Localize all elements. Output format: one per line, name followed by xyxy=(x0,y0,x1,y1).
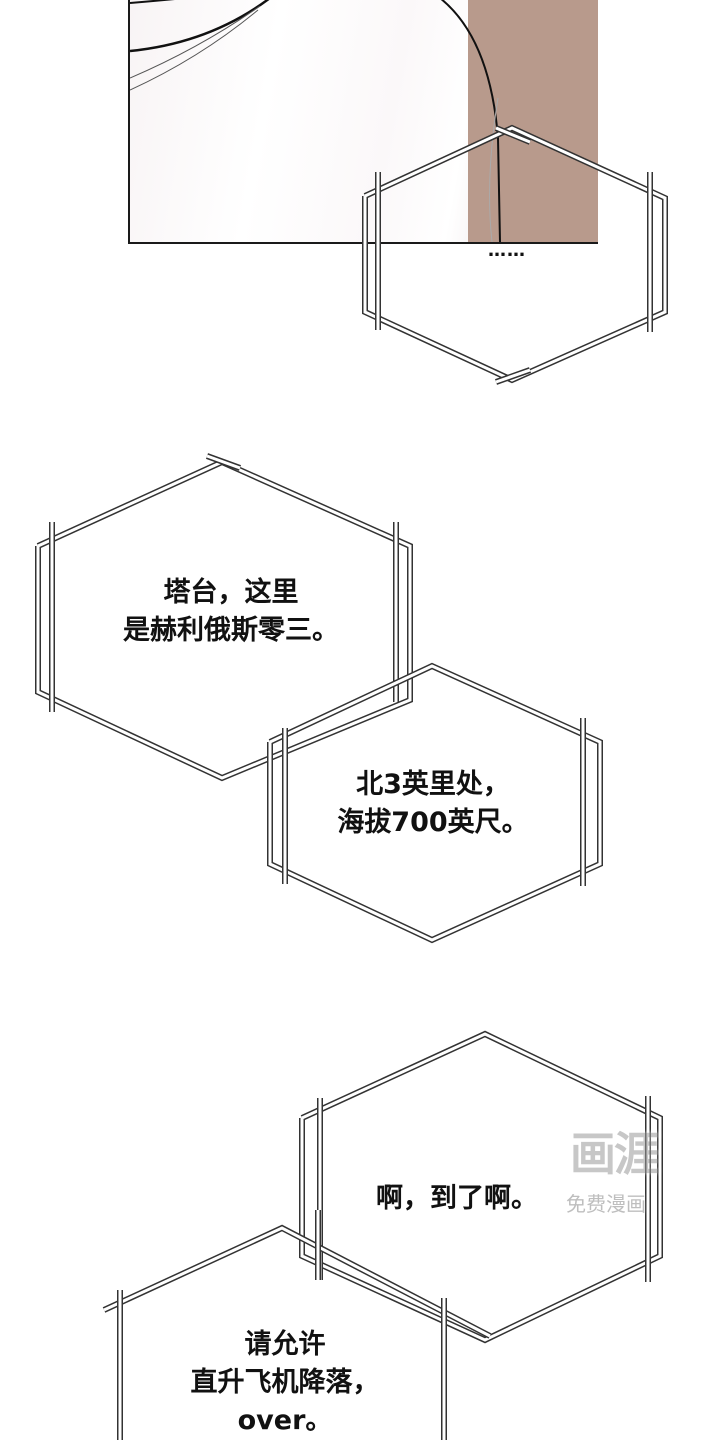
bubble-landing-request: 请允许 直升飞机降落， over。 xyxy=(160,1326,410,1440)
bubble-frame-landing-request xyxy=(102,1210,492,1440)
watermark-logo: 画涯 xyxy=(570,1127,660,1181)
bubble-frame-tower-call xyxy=(35,453,413,782)
bubble-line: 海拔700英尺。 xyxy=(337,807,529,838)
bubble-line: 啊，到了啊。 xyxy=(376,1183,538,1214)
bubble-tower-call: 塔台，这里 是赫利俄斯零三。 xyxy=(96,574,366,650)
bubble-line: 北3英里处， xyxy=(356,769,510,800)
bubble-frame-ellipsis xyxy=(362,124,668,385)
bubble-line: 直升飞机降落， xyxy=(190,1367,380,1398)
ellipsis-text: …… xyxy=(488,240,526,261)
bubble-position: 北3英里处， 海拔700英尺。 xyxy=(318,766,548,842)
bubble-line: 请允许 xyxy=(244,1329,326,1360)
bubble-line: 是赫利俄斯零三。 xyxy=(123,615,339,646)
bubble-line: over。 xyxy=(237,1405,333,1436)
watermark: 画涯 免费漫画 xyxy=(566,1118,686,1218)
bubble-arrived: 啊，到了啊。 xyxy=(376,1180,596,1218)
watermark-caption: 免费漫画 xyxy=(566,1192,646,1216)
bubble-line: 塔台，这里 xyxy=(163,577,299,608)
bubble-frame-position xyxy=(267,662,603,944)
